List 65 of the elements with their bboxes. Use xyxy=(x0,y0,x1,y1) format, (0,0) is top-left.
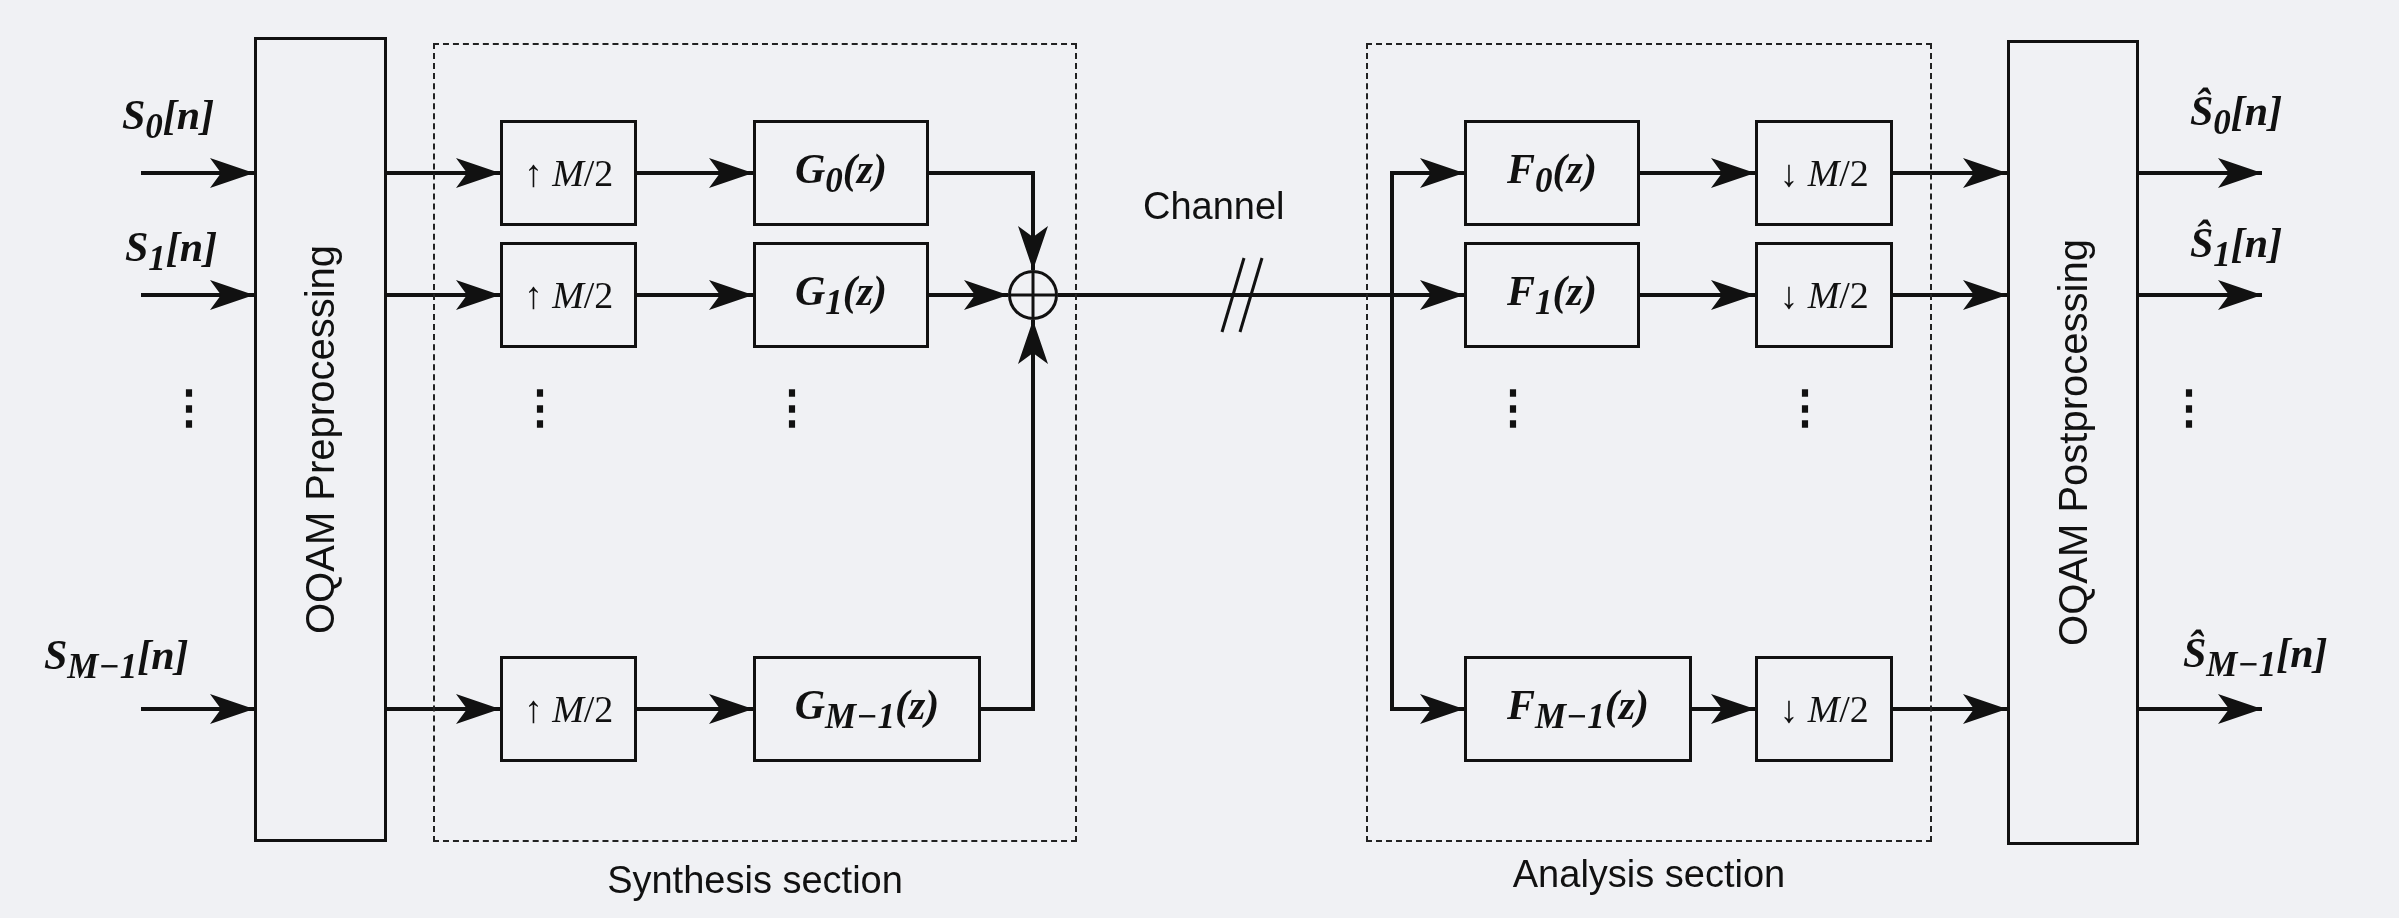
arrow xyxy=(387,280,500,310)
downsampler-block xyxy=(1755,656,1893,762)
arrow xyxy=(637,280,753,310)
transfer-function-label: F$_{1}$(z) xyxy=(1507,267,1597,323)
rate-label: ↓ M/2 xyxy=(1779,273,1869,317)
filter-block xyxy=(1464,120,1640,226)
arrow xyxy=(1058,293,1464,724)
transfer-function-label: G$_{M−1}$(z) xyxy=(794,681,940,737)
ellipsis-dots: ⋮ xyxy=(1490,382,1536,433)
rate-label: ↑ M/2 xyxy=(523,151,614,195)
downsampler-block xyxy=(1755,242,1893,348)
block-label: OQAM Postprocessing xyxy=(2050,239,2096,646)
arrow xyxy=(1893,694,2007,724)
arrow xyxy=(1692,694,1755,724)
upsampler-block xyxy=(500,242,637,348)
arrow xyxy=(387,158,500,188)
processing-block xyxy=(254,37,387,842)
transfer-function-label: F$_{0}$(z) xyxy=(1507,145,1597,201)
arrow xyxy=(929,171,1048,270)
arrow xyxy=(981,320,1048,711)
arrow xyxy=(1640,280,1755,310)
filter-block xyxy=(753,120,929,226)
arrow xyxy=(637,694,753,724)
arrow xyxy=(2139,694,2262,724)
arrow xyxy=(387,694,500,724)
processing-block xyxy=(2007,40,2139,845)
arrow xyxy=(141,694,254,724)
arrow xyxy=(2139,280,2262,310)
arrow xyxy=(141,158,254,188)
transfer-function-label: F$_{M−1}$(z) xyxy=(1506,681,1650,737)
arrow xyxy=(1893,280,2007,310)
downsampler-block xyxy=(1755,120,1893,226)
ellipsis-dots: ⋮ xyxy=(517,382,563,433)
signal-label: S$_{0}$[n] xyxy=(122,92,252,173)
arrow xyxy=(637,158,753,188)
transfer-function-label: G$_{1}$(z) xyxy=(794,267,888,323)
ellipsis-dots: ⋮ xyxy=(769,382,815,433)
arrow xyxy=(1640,158,1755,188)
signal-label: Ŝ$_{1}$[n] xyxy=(2190,220,2320,295)
rate-label: ↓ M/2 xyxy=(1779,687,1869,731)
filter-block xyxy=(1464,656,1692,762)
ellipsis-dots: ⋮ xyxy=(2166,382,2212,433)
arrow xyxy=(929,280,1008,310)
adder-circle xyxy=(1008,270,1058,320)
signal-label: S$_{1}$[n] xyxy=(125,224,255,295)
upsampler-block xyxy=(500,120,637,226)
upsampler-block xyxy=(500,656,637,762)
rate-label: ↑ M/2 xyxy=(523,273,614,317)
transfer-function-label: G$_{0}$(z) xyxy=(794,145,888,201)
ellipsis-dots: ⋮ xyxy=(1782,382,1828,433)
signal-label: S$_{M−1}$[n] xyxy=(44,632,254,709)
signal-label: Ŝ$_{M−1}$[n] xyxy=(2183,630,2393,709)
filter-block xyxy=(753,656,981,762)
signal-label: Ŝ$_{0}$[n] xyxy=(2190,88,2320,173)
arrow xyxy=(1893,158,2007,188)
ellipsis-dots: ⋮ xyxy=(166,382,212,433)
block-label: OQAM Preprocessing xyxy=(298,245,343,634)
filter-block xyxy=(753,242,929,348)
rate-label: ↓ M/2 xyxy=(1779,151,1869,195)
arrow xyxy=(141,280,254,310)
section-label: Analysis section xyxy=(1511,854,1787,896)
filter-block xyxy=(1464,242,1640,348)
section-label: Synthesis section xyxy=(606,860,904,902)
rate-label: ↑ M/2 xyxy=(523,687,614,731)
arrow xyxy=(2139,158,2262,188)
